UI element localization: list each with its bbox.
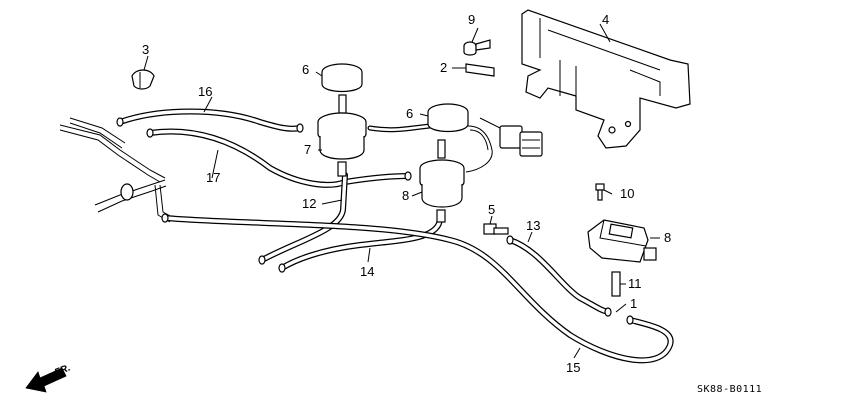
callout-1: 1 <box>630 296 637 311</box>
callout-5: 5 <box>488 202 495 217</box>
callout-9: 8 <box>664 230 671 245</box>
bracket-piece <box>465 63 495 77</box>
leader-lines <box>143 23 660 359</box>
callout-6-lower: 6 <box>406 106 413 121</box>
plug-part <box>483 223 509 235</box>
callout-17: 16 <box>198 84 212 99</box>
bolt-part <box>463 39 491 56</box>
callout-10: 9 <box>468 12 475 27</box>
callout-7: 8 <box>402 188 409 203</box>
mounting-bracket <box>521 9 691 149</box>
callout-6-upper: 6 <box>302 62 309 77</box>
callout-12: 11 <box>628 276 642 291</box>
solenoid-valve-8 <box>317 63 367 177</box>
solenoid-valve-7 <box>419 103 469 223</box>
callout-16: 15 <box>566 360 580 375</box>
front-direction-label: FR. <box>53 363 72 379</box>
callout-4: 4 <box>602 12 609 27</box>
callout-2: 2 <box>440 60 447 75</box>
small-bolt <box>595 183 605 201</box>
sensor-part <box>587 219 657 263</box>
nipple-part <box>611 271 621 297</box>
callout-14: 13 <box>526 218 540 233</box>
front-direction-arrow: FR. <box>25 363 72 393</box>
callout-3: 3 <box>142 42 149 57</box>
callouts: 3 16 17 6 7 12 6 8 2 9 4 5 13 14 10 8 11… <box>142 12 671 375</box>
callout-13: 12 <box>302 196 316 211</box>
diagram-code: SK88-B0111 <box>697 384 762 395</box>
hoses <box>117 108 674 364</box>
callout-8: 7 <box>304 142 311 157</box>
clip-part <box>131 69 155 90</box>
callout-15: 14 <box>360 264 374 279</box>
hose-ends <box>116 117 634 325</box>
callout-18: 17 <box>206 170 220 185</box>
pipe-bundle <box>59 117 173 223</box>
callout-11: 10 <box>620 186 634 201</box>
connector <box>465 117 543 173</box>
